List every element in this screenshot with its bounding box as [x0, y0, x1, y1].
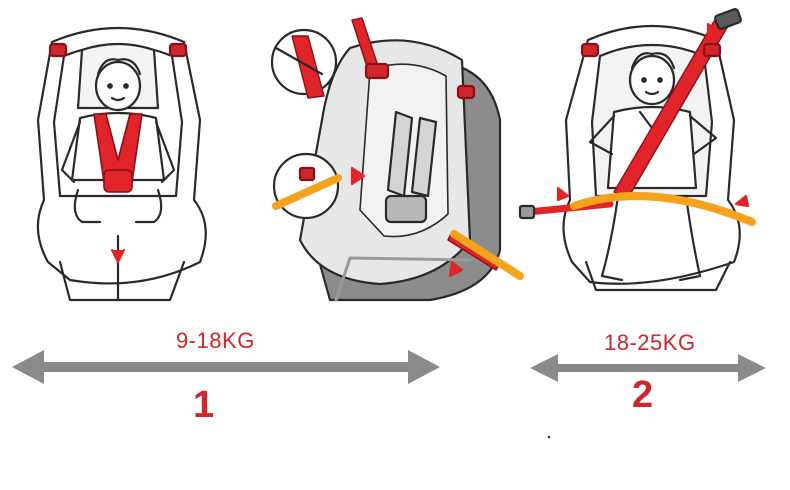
group-number-1: 1 [193, 384, 215, 426]
range-arrow-group-1 [12, 350, 440, 384]
group-number-2: 2 [632, 374, 654, 416]
seat-harness-illustration [36, 26, 207, 302]
seat-booster-illustration [518, 8, 756, 292]
seat-belt-routing-illustration [270, 17, 524, 302]
range-arrow-group-2 [530, 354, 766, 382]
weight-label-group-1: 9-18KG [176, 328, 255, 353]
weight-label-group-2: 18-25KG [604, 330, 696, 355]
speck [547, 435, 551, 439]
